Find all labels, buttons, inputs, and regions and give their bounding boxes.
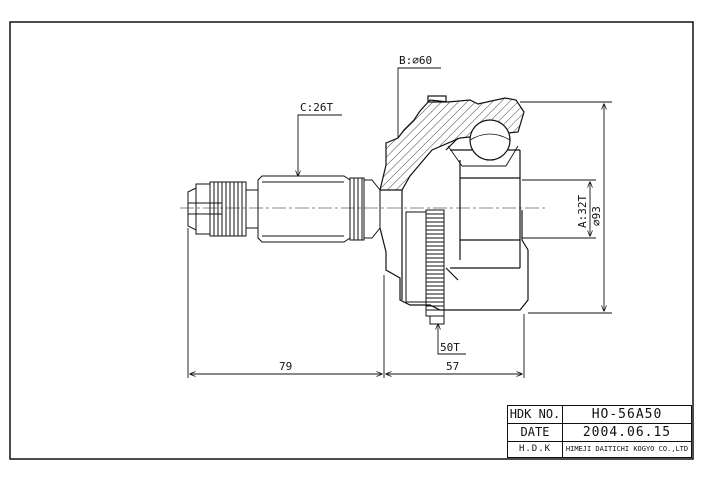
hdk-no-label: HDK NO.: [508, 406, 563, 423]
leader-b: [397, 67, 441, 138]
leader-c: [298, 114, 342, 176]
maker-logo: H.D.K: [508, 442, 563, 457]
annotation-a: A:32T: [576, 195, 589, 228]
annotation-c: C:26T: [300, 101, 333, 114]
dimension-body-length: 57: [446, 360, 459, 373]
title-row-date: DATE 2004.06.15: [508, 424, 691, 442]
title-row-part: HDK NO. HO-56A50: [508, 406, 691, 424]
drawing-border: [9, 21, 694, 460]
maker-name: HIMEJI DAITICHI KOGYO CO.,LTD: [565, 445, 689, 453]
annotation-diameter: ⌀93: [590, 206, 603, 226]
date-value: 2004.06.15: [582, 425, 672, 440]
hdk-no-value: HO-56A50: [591, 407, 663, 422]
date-label: DATE: [508, 424, 563, 441]
shaft-tip: [187, 181, 259, 237]
title-block: HDK NO. HO-56A50 DATE 2004.06.15 H.D.K H…: [507, 405, 692, 458]
annotation-b: B:⌀60: [399, 54, 432, 67]
abs-tone-ring: [405, 209, 445, 325]
dimension-diameter: [520, 101, 612, 314]
dimension-shaft-length: 79: [279, 360, 292, 373]
dimension-lines: [187, 228, 525, 378]
annotation-teeth: 50T: [440, 341, 460, 354]
spline-shaft: [257, 175, 381, 243]
outer-housing: [379, 95, 529, 311]
title-row-maker: H.D.K HIMEJI DAITICHI KOGYO CO.,LTD: [508, 442, 691, 457]
leader-50t: [438, 324, 466, 355]
